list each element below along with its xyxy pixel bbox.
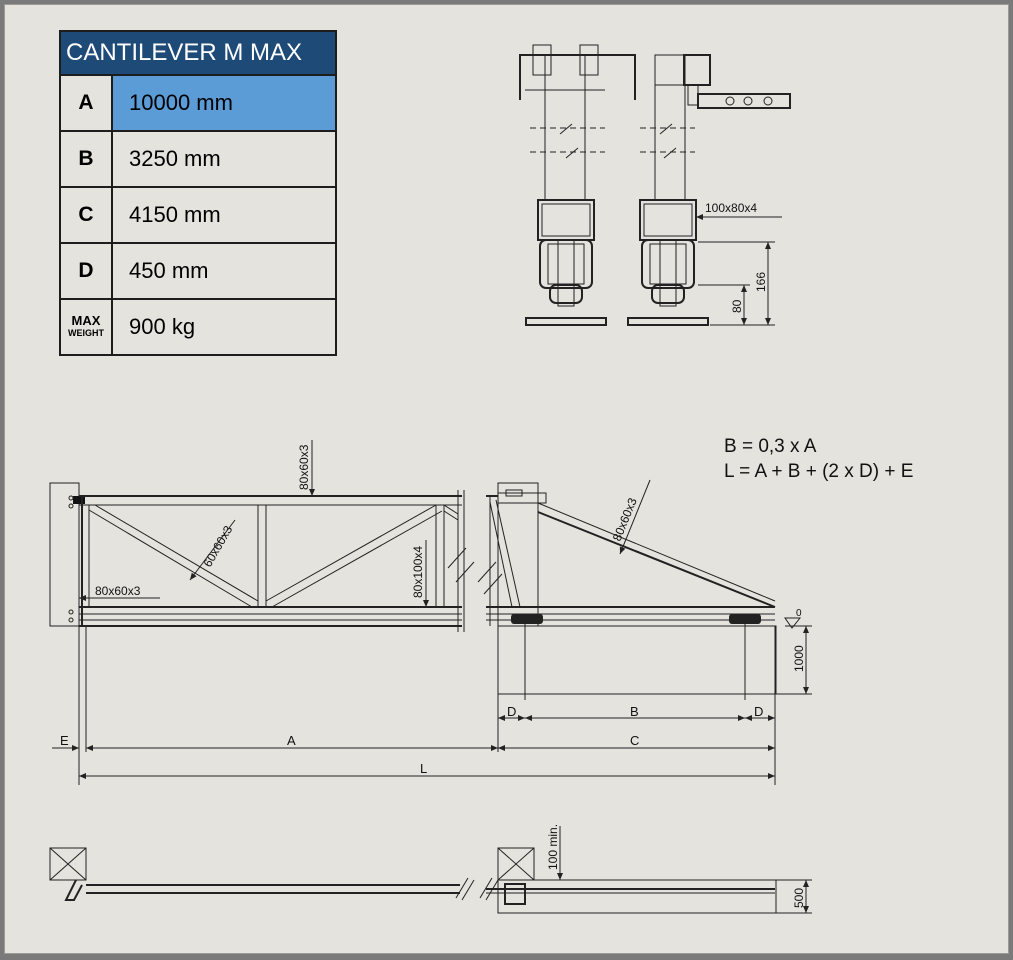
dim-c-label: C (630, 733, 639, 748)
profile-vert-label: 80x100x4 (411, 546, 425, 598)
row-value: 4150 mm (111, 186, 337, 244)
dim-d1-label: D (507, 704, 516, 719)
row-key: C (59, 186, 113, 244)
table-row-max-weight: MAX WEIGHT 900 kg (59, 298, 337, 356)
gate-elevation: 0 1000 80x60x3 60x60x3 80x60x3 80x100x4 … (49, 440, 812, 785)
row-key: A (59, 74, 113, 132)
section-view-left (519, 44, 636, 326)
height-1000-label: 1000 (792, 645, 806, 672)
profile-tail-label: 80x60x3 (610, 496, 640, 544)
weight-label: WEIGHT (68, 328, 104, 338)
dim-e-label: E (60, 733, 69, 748)
dim-b-label: B (630, 704, 639, 719)
height-166-label: 166 (754, 272, 768, 292)
max-weight-value: 900 kg (111, 298, 337, 356)
post-profile-label: 100x80x4 (705, 201, 757, 215)
formula-b: B = 0,3 x A (724, 436, 817, 457)
height-80-label: 80 (730, 299, 744, 313)
profile-top-label: 80x60x3 (297, 444, 311, 490)
dim-d2-label: D (754, 704, 763, 719)
min-100-label: 100 min. (546, 824, 560, 870)
table-title: CANTILEVER M MAX (59, 30, 337, 76)
spec-table: CANTILEVER M MAX A 10000 mm B 3250 mm C … (59, 30, 337, 356)
row-value: 3250 mm (111, 130, 337, 188)
dim-l-label: L (420, 761, 427, 776)
max-label: MAX (71, 313, 101, 328)
height-500-label: 500 (792, 888, 806, 908)
max-weight-key: MAX WEIGHT (59, 298, 113, 356)
table-header-row: CANTILEVER M MAX (59, 30, 337, 76)
row-key: B (59, 130, 113, 188)
row-value: 10000 mm (111, 74, 337, 132)
formula-l: L = A + B + (2 x D) + E (724, 461, 913, 482)
table-row-d: D 450 mm (59, 242, 337, 300)
table-row-c: C 4150 mm (59, 186, 337, 244)
row-value: 450 mm (111, 242, 337, 300)
dim-a-label: A (287, 733, 296, 748)
level-zero-mark: 0 (796, 608, 802, 619)
profile-diag-label: 60x60x3 (200, 523, 235, 570)
profile-bottom-label: 80x60x3 (95, 584, 141, 598)
section-view-right: 100x80x4 166 80 (627, 54, 791, 326)
row-key: D (59, 242, 113, 300)
table-row-a: A 10000 mm (59, 74, 337, 132)
table-row-b: B 3250 mm (59, 130, 337, 188)
gate-plan-view: 100 min. 500 (49, 824, 812, 914)
